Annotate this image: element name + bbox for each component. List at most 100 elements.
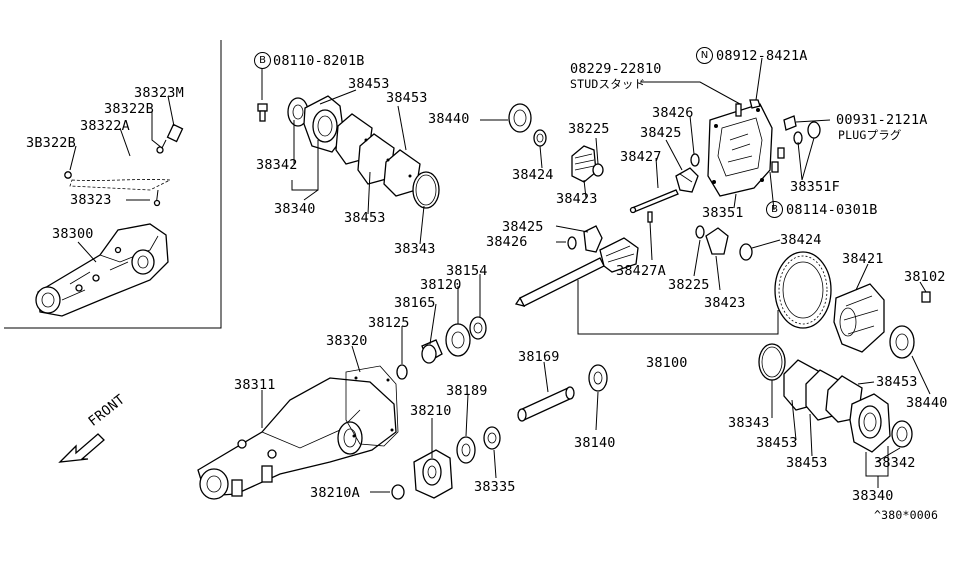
- bolt-08110-drawing: [257, 103, 268, 122]
- front-arrow-icon: [58, 433, 105, 463]
- o-ring-38343-drawing: [412, 171, 440, 209]
- washer-38154-drawing: [469, 316, 487, 340]
- bolts-38351F-drawing: [771, 121, 821, 173]
- label-38424-b: 38424: [780, 232, 822, 248]
- diff-case-38421-drawing: [833, 283, 885, 353]
- label-38453-c: 38453: [786, 455, 828, 471]
- label-38225: 38225: [568, 121, 610, 137]
- bearing-38120-drawing: [445, 323, 471, 357]
- label-38320: 38320: [326, 333, 368, 349]
- carrier-38311-drawing: [197, 377, 397, 500]
- bearing-38140-drawing: [588, 364, 608, 392]
- side-gear-38423-b-drawing: [695, 225, 729, 255]
- side-retainer-drawing: [303, 95, 345, 153]
- label-38426: 38426: [652, 105, 694, 121]
- label-08110-8201B: 08110-8201B: [273, 53, 365, 69]
- nut-38210A-drawing: [391, 484, 405, 500]
- label-38425-b: 38425: [502, 219, 544, 235]
- label-08912-8421A: 08912-8421A: [716, 48, 808, 64]
- bearing-38440-b-drawing: [889, 325, 915, 359]
- bearing-38335-drawing: [483, 426, 501, 450]
- label-38421: 38421: [842, 251, 884, 267]
- label-38351: 38351: [702, 205, 744, 221]
- bolt-symbol-icon: B: [766, 201, 783, 218]
- washer-38125-drawing: [396, 364, 408, 380]
- inset-frame: [4, 40, 222, 329]
- plug-00931-drawing: [783, 115, 797, 131]
- label-38427A: 38427A: [616, 263, 666, 279]
- label-38322B: 38322B: [104, 101, 154, 117]
- label-38423: 38423: [556, 191, 598, 207]
- label-38343-b: 38343: [728, 415, 770, 431]
- housing-38300-drawing: [35, 223, 169, 317]
- label-38323: 38323: [70, 192, 112, 208]
- label-38165: 38165: [394, 295, 436, 311]
- label-38340: 38340: [274, 201, 316, 217]
- label-38169: 38169: [518, 349, 560, 365]
- tube-38169-drawing: [517, 386, 575, 422]
- side-retainer-b-drawing: [849, 393, 891, 453]
- label-38210A: 38210A: [310, 485, 360, 501]
- label-stud: STUDスタッド: [570, 77, 646, 91]
- label-38102: 38102: [904, 269, 946, 285]
- label-38453-b: 38453: [756, 435, 798, 451]
- ring-gear-38100-drawing: [774, 251, 832, 329]
- bracket-38100: [577, 280, 779, 335]
- bearing-38440-drawing: [508, 103, 532, 133]
- label-00931-2121A: 00931-2121A: [836, 112, 928, 128]
- label-38351F: 38351F: [790, 179, 840, 195]
- label-38189: 38189: [446, 383, 488, 399]
- nut-symbol-icon: N: [696, 47, 713, 64]
- breather-hose-assembly: [64, 123, 184, 207]
- label-38453-right: 38453: [876, 374, 918, 390]
- label-38453-top2: 38453: [386, 90, 428, 106]
- label-38225-b: 38225: [668, 277, 710, 293]
- pinion-gear-38425-drawing: [675, 167, 699, 193]
- label-38426-b: 38426: [486, 234, 528, 250]
- label-38340-b: 38340: [852, 488, 894, 504]
- label-38440: 38440: [428, 111, 470, 127]
- flange-38210-drawing: [413, 449, 453, 499]
- label-38343: 38343: [394, 241, 436, 257]
- label-plug: PLUGプラグ: [838, 128, 902, 142]
- reference-code: ^380*0006: [874, 508, 939, 522]
- label-38342-b: 38342: [874, 455, 916, 471]
- label-38423-b: 38423: [704, 295, 746, 311]
- bolt-38102-drawing: [921, 291, 931, 303]
- label-38120: 38120: [420, 277, 462, 293]
- seal-38189-drawing: [456, 436, 476, 464]
- label-38427: 38427: [620, 149, 662, 165]
- label-38453-mid: 38453: [344, 210, 386, 226]
- label-3B322B: 3B322B: [26, 135, 76, 151]
- washer-38424-b-drawing: [739, 243, 753, 261]
- label-38342: 38342: [256, 157, 298, 173]
- label-38311: 38311: [234, 377, 276, 393]
- label-38424: 38424: [512, 167, 554, 183]
- o-ring-38343-b-drawing: [758, 343, 786, 381]
- label-38453-top: 38453: [348, 76, 390, 92]
- spacer-38165-drawing: [421, 339, 443, 364]
- washer-38424-drawing: [533, 129, 547, 147]
- label-38335: 38335: [474, 479, 516, 495]
- drive-pinion-38100-drawing: [514, 237, 639, 307]
- label-38323M: 38323M: [134, 85, 184, 101]
- oil-seal-38342-b-drawing: [891, 420, 913, 448]
- pinion-shaft-38427-drawing: [629, 189, 679, 214]
- label-38210: 38210: [410, 403, 452, 419]
- side-gear-38423-drawing: [571, 145, 597, 183]
- label-38440-b: 38440: [906, 395, 948, 411]
- label-38100: 38100: [646, 355, 688, 371]
- gasket-38320-drawing: [345, 365, 399, 447]
- stud-drawing: [735, 103, 742, 117]
- pinion-gear-38425-b-drawing: [583, 225, 603, 253]
- label-38425: 38425: [640, 125, 682, 141]
- label-38125: 38125: [368, 315, 410, 331]
- washer-38426-drawing: [690, 153, 700, 167]
- shim-gaskets-38453-drawing: [335, 113, 421, 197]
- label-08114-0301B: 08114-0301B: [786, 202, 878, 218]
- label-38154: 38154: [446, 263, 488, 279]
- bolt-symbol-icon: B: [254, 52, 271, 69]
- label-38322A: 38322A: [80, 118, 130, 134]
